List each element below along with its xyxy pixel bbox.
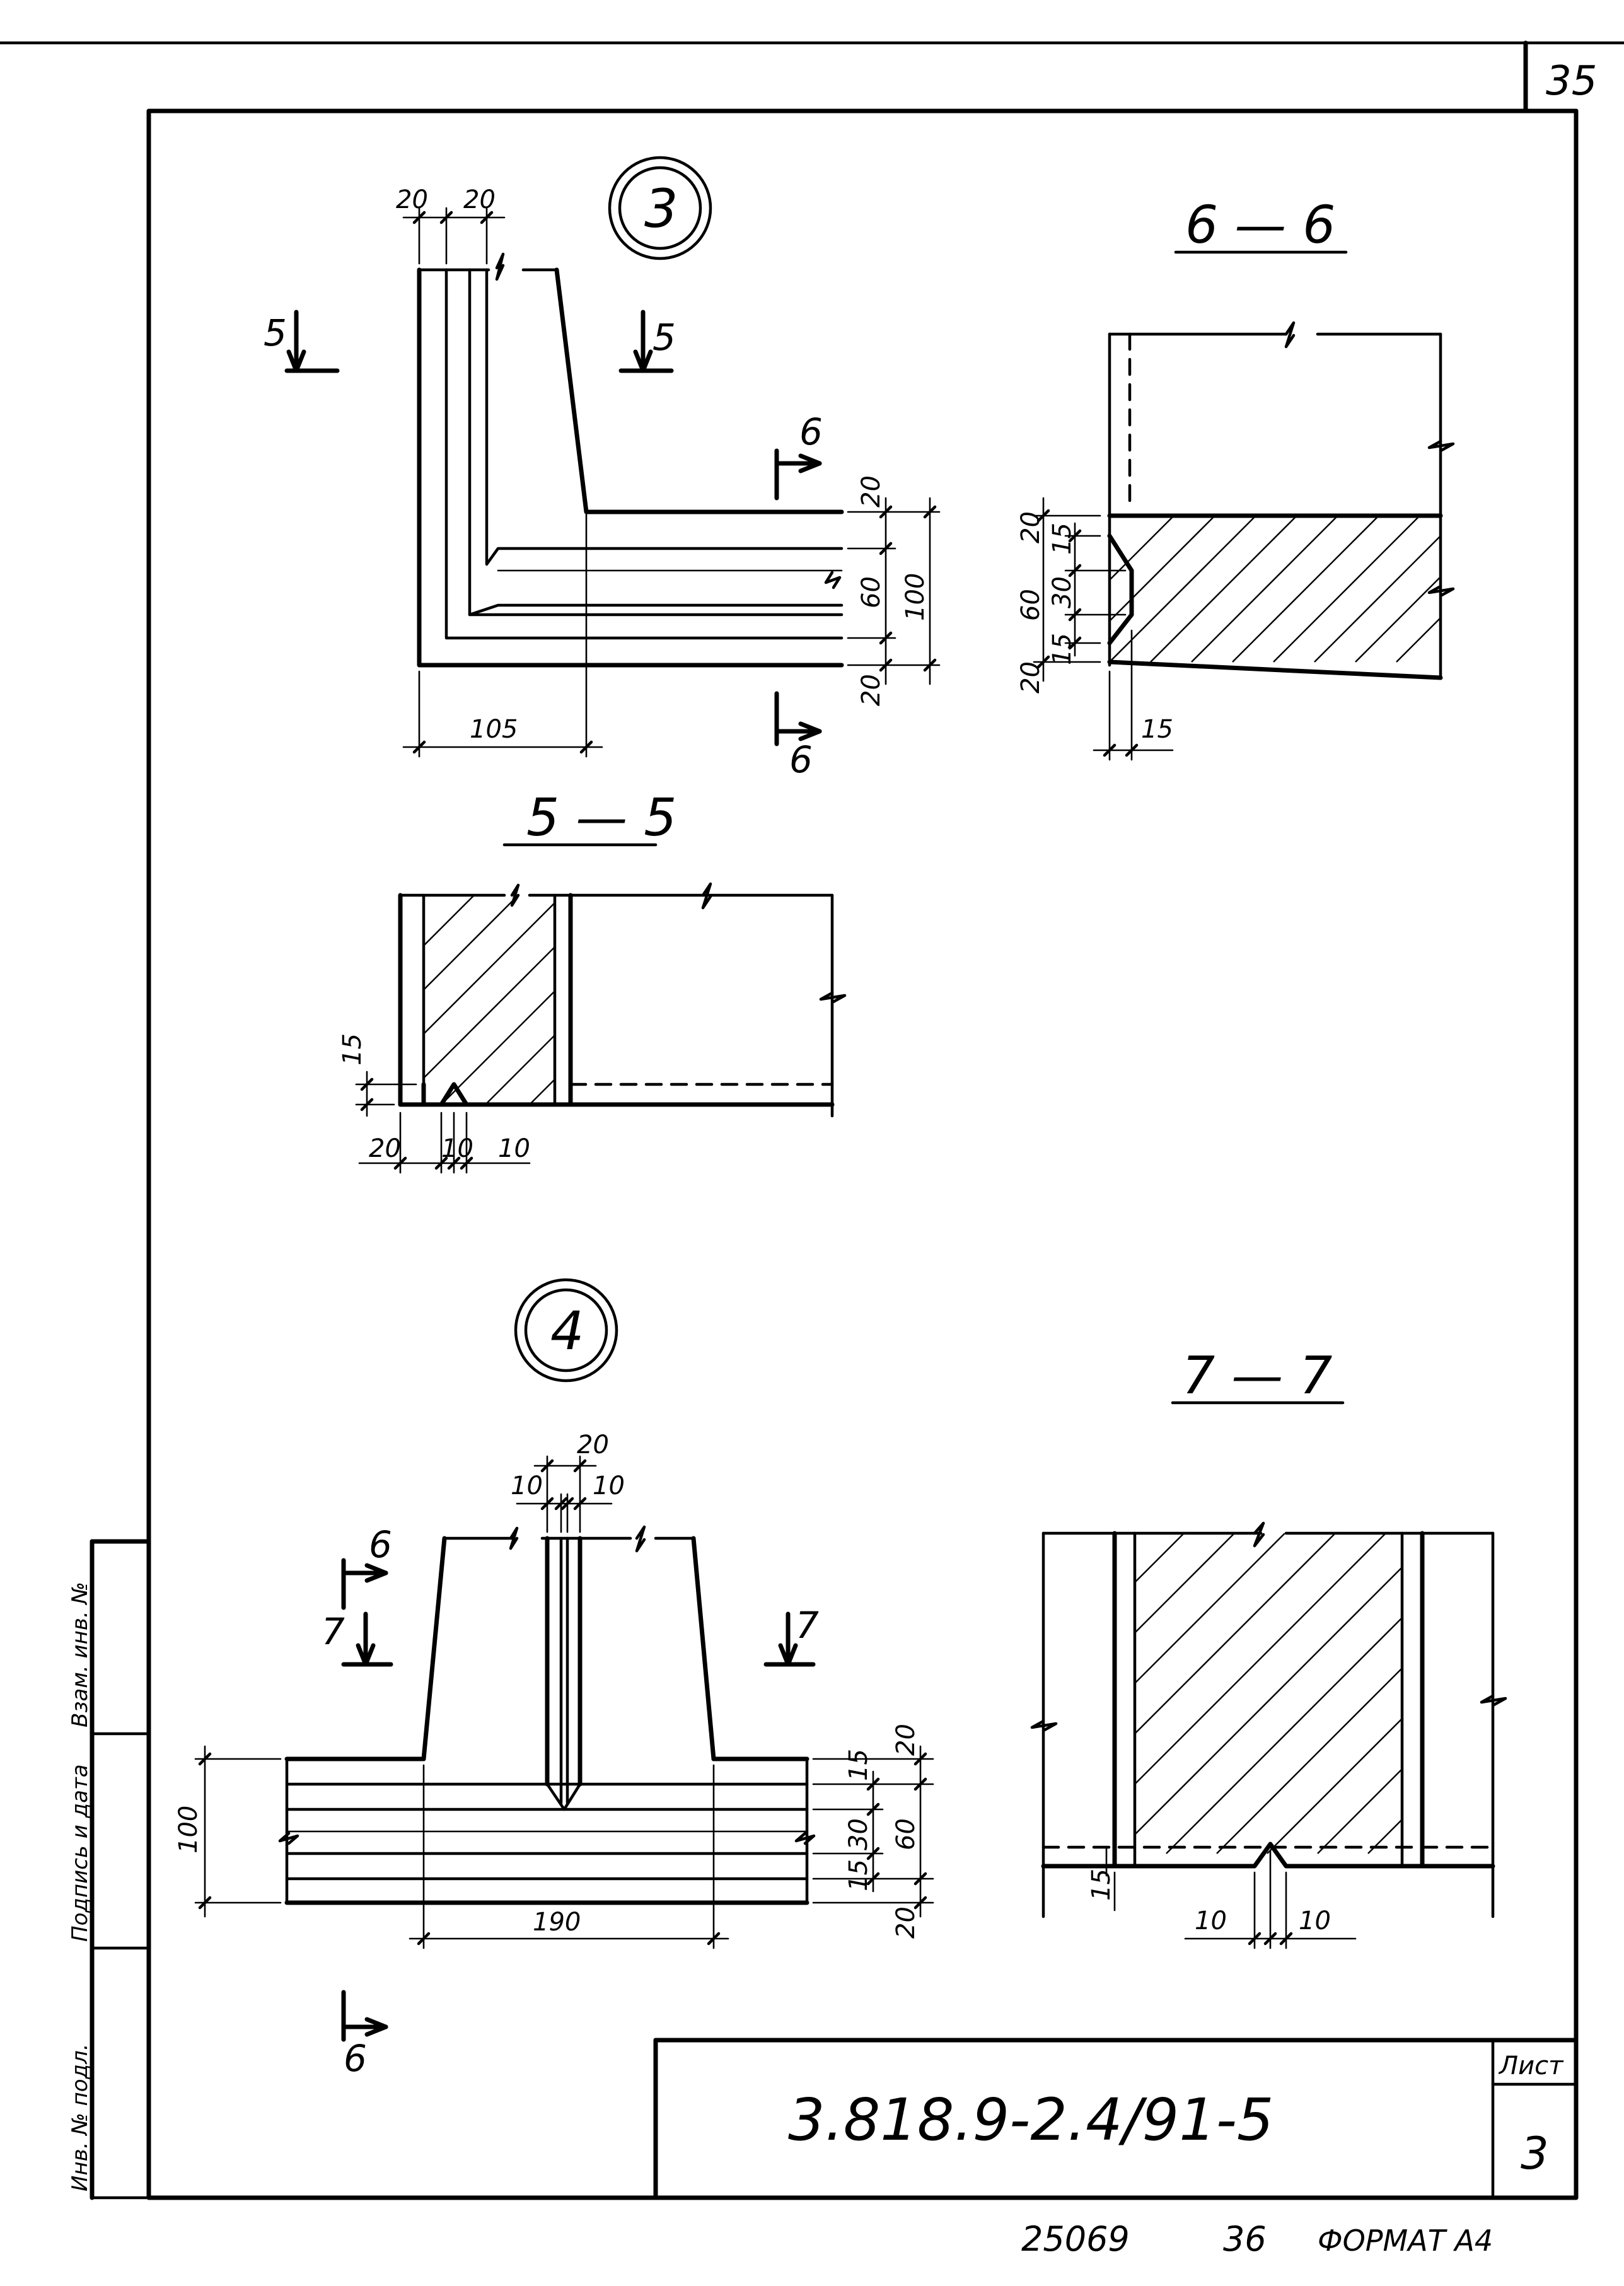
title-block (653, 2038, 1579, 2200)
section-5-dimensions (355, 1070, 531, 1174)
dim-6-15-top: 15 (1048, 523, 1077, 555)
section-7-title: 7 — 7 (1182, 1346, 1332, 1406)
cut-5-right-label: 5 (652, 316, 676, 359)
detail-4-dimensions (194, 1455, 934, 1949)
cut-6-bottom-label-4: 6 (344, 2037, 367, 2080)
dim-6-15-base: 15 (1141, 715, 1173, 744)
dim-6-60: 60 (1016, 589, 1045, 621)
dim-3-top-a: 20 (396, 185, 428, 214)
document-code: 3.818.9-2.4/91-5 (788, 2086, 1273, 2154)
detail-4-section-marks (341, 1558, 816, 2042)
dim-4-r20a: 20 (891, 1724, 920, 1756)
cut-5-left-label: 5 (264, 311, 287, 354)
dim-4-left100: 100 (174, 1806, 203, 1854)
dim-6-20-bottom: 20 (1016, 661, 1045, 693)
dim-7-10b: 10 (1299, 1906, 1331, 1935)
dim-3-r1: 20 (857, 475, 886, 508)
dim-4-top10b: 10 (593, 1471, 625, 1500)
dim-3-bottom-width: 105 (470, 715, 518, 744)
dim-4-r15a: 15 (844, 1749, 873, 1781)
dim-5-20: 20 (369, 1134, 401, 1163)
cut-7-right-label: 7 (796, 1604, 819, 1647)
detail-3-section-marks (284, 310, 822, 746)
footer-page: 36 (1223, 2219, 1267, 2259)
sheet-number: 3 (1521, 2128, 1549, 2179)
dim-3-top-b: 20 (463, 185, 496, 214)
stamp-replace-inv: Взам. инв. № (67, 1582, 93, 1727)
cut-6-top-label-4: 6 (369, 1523, 392, 1566)
section-7-dimensions (1105, 1846, 1357, 1949)
section-7-hatch (1135, 1533, 1402, 1854)
sheet-frame (0, 40, 1624, 2200)
dim-4-r60: 60 (891, 1818, 920, 1850)
stamp-inv-no-orig: Инв. № подл. (67, 2043, 93, 2191)
dim-5-10a: 10 (441, 1134, 473, 1163)
dim-5-10b: 10 (498, 1134, 530, 1163)
section-7-drawing (1030, 1521, 1507, 1918)
cut-6-top-label: 6 (799, 410, 823, 453)
dim-4-r30: 30 (844, 1818, 873, 1850)
detail-3-plan (417, 156, 844, 668)
dim-4-top20: 20 (577, 1430, 609, 1459)
detail-3-dimensions (402, 207, 941, 758)
section-6-title: 6 — 6 (1185, 195, 1335, 255)
dim-4-top10a: 10 (511, 1471, 543, 1500)
stamp-signature-date: Подпись и дата (67, 1764, 93, 1942)
detail-3-marker: 3 (644, 178, 678, 240)
detail-4-marker: 4 (550, 1300, 584, 1362)
dim-4-r20b: 20 (891, 1906, 920, 1939)
detail-4-plan (278, 1278, 816, 1905)
dim-3-total: 100 (901, 573, 930, 621)
section-5-drawing (398, 882, 847, 1118)
dim-6-30: 30 (1048, 576, 1077, 608)
cut-6-bottom-label: 6 (789, 738, 813, 781)
section-6-hatch (1110, 516, 1441, 663)
dim-6-15-bottom: 15 (1048, 633, 1077, 665)
page-number: 35 (1546, 58, 1597, 105)
dim-3-r2: 60 (857, 576, 886, 608)
side-stamp (90, 1539, 151, 2200)
dim-4-r15b: 15 (844, 1859, 873, 1891)
section-5-title: 5 — 5 (526, 788, 676, 848)
sheet-label: Лист (1498, 2051, 1564, 2080)
dim-4-bottom190: 190 (533, 1908, 581, 1937)
footer-number: 25069 (1021, 2219, 1130, 2259)
section-6-dimensions (1033, 497, 1174, 761)
cut-7-left-label: 7 (322, 1610, 345, 1653)
dim-3-r3: 20 (857, 674, 886, 706)
section-6-drawing (1107, 321, 1455, 680)
dim-7-10a: 10 (1195, 1906, 1227, 1935)
section-5-hatch (424, 895, 555, 1105)
footer-format: ФОРМАТ А4 (1318, 2224, 1493, 2258)
dim-7-15: 15 (1087, 1869, 1116, 1901)
dim-5-15: 15 (338, 1033, 367, 1065)
dim-6-20-top: 20 (1016, 511, 1045, 543)
